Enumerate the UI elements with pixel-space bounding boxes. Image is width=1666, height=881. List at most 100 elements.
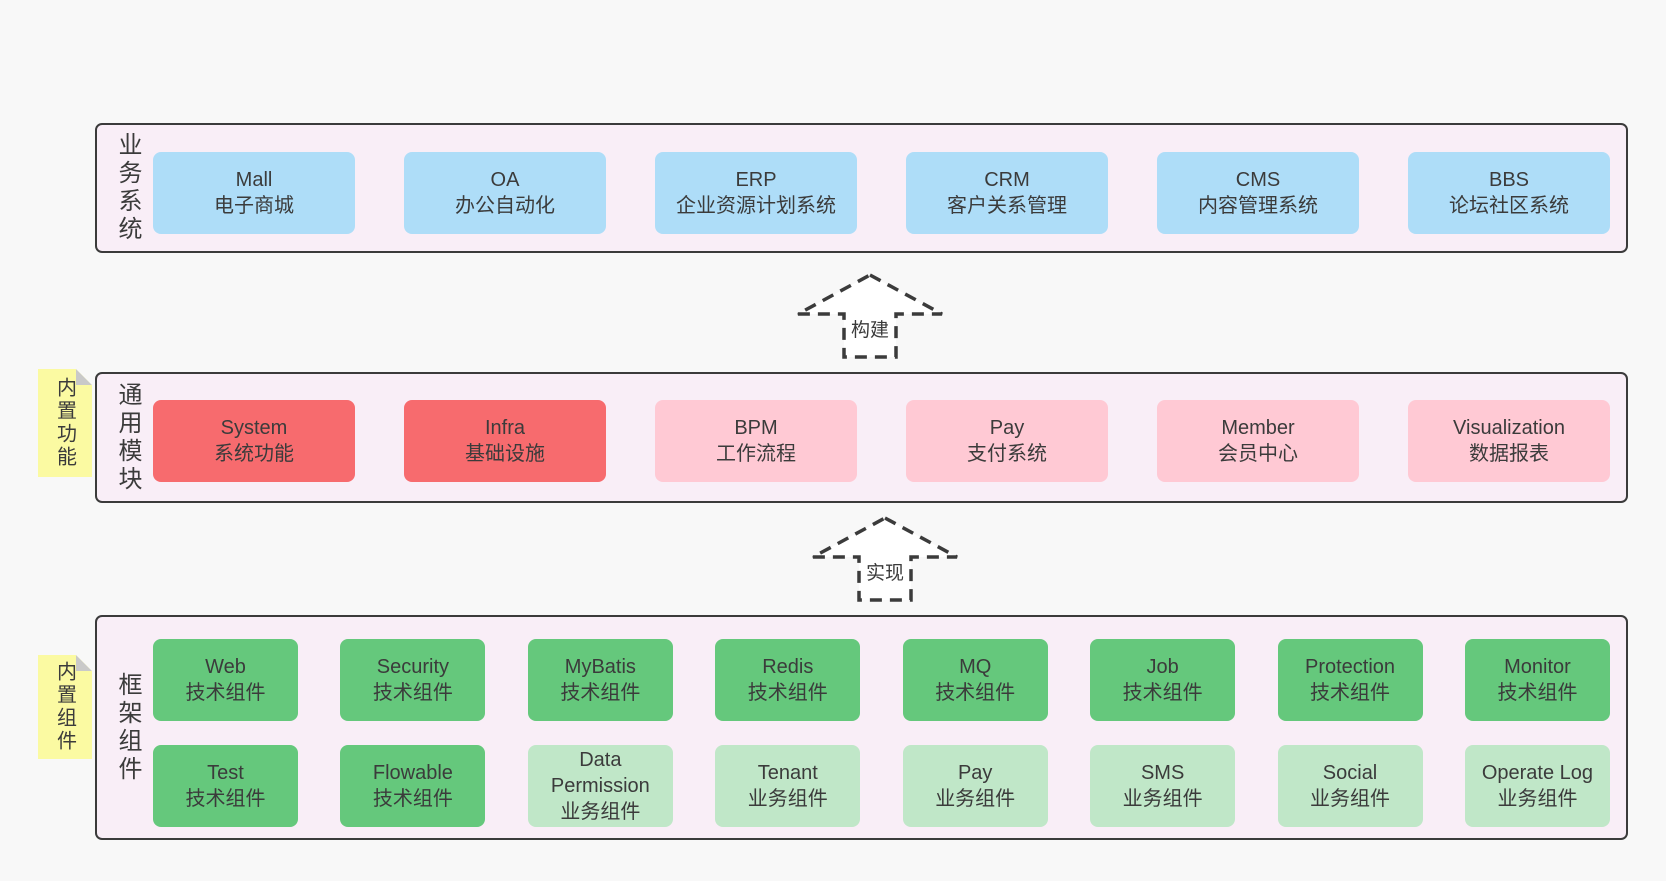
framework-component-box-subtitle: 技术组件 xyxy=(560,682,641,704)
framework-component-box-title: Flowable xyxy=(372,762,453,784)
framework-component-box-subtitle: 业务组件 xyxy=(935,788,1016,810)
common-module-box: System 系统功能 xyxy=(153,400,355,482)
business-system-box-subtitle: 电子商城 xyxy=(214,195,294,217)
common-module-box: BPM 工作流程 xyxy=(655,400,857,482)
framework-component-box-subtitle: 技术组件 xyxy=(747,682,828,704)
common-module-box-subtitle: 支付系统 xyxy=(967,443,1047,465)
common-module-box-subtitle: 会员中心 xyxy=(1218,443,1298,465)
framework-component-box-title: Redis xyxy=(762,656,814,678)
framework-component-box-subtitle: 业务组件 xyxy=(1122,788,1203,810)
common-module-box-subtitle: 数据报表 xyxy=(1469,443,1549,465)
framework-component-box-subtitle: 技术组件 xyxy=(1122,682,1203,704)
build-arrow-label: 构建 xyxy=(847,315,893,342)
framework-component-box: Security 技术组件 xyxy=(340,639,486,721)
common-module-box-title: Visualization xyxy=(1453,417,1565,439)
business-systems-row: Mall 电子商城 OA 办公自动化 ERP 企业资源计划系统 CRM 客户关系管理 CMS 内容… xyxy=(153,152,1610,234)
framework-component-box: Web 技术组件 xyxy=(153,639,298,721)
business-system-box-subtitle: 内容管理系统 xyxy=(1198,195,1318,217)
common-modules-side-label: 通用模块 xyxy=(114,381,141,494)
framework-component-box: Test 技术组件 xyxy=(153,745,298,827)
common-module-box: Member 会员中心 xyxy=(1157,400,1359,482)
framework-component-box-title: MyBatis xyxy=(564,656,636,678)
framework-component-box: Flowable 技术组件 xyxy=(340,745,486,827)
framework-component-box-subtitle: 技术组件 xyxy=(372,682,453,704)
framework-components-side-label: 框架组件 xyxy=(114,671,141,784)
business-system-box: OA 办公自动化 xyxy=(404,152,606,234)
business-system-box-title: ERP xyxy=(735,169,777,191)
framework-component-box-subtitle: 技术组件 xyxy=(185,788,266,810)
business-system-box: ERP 企业资源计划系统 xyxy=(655,152,857,234)
framework-component-box: Tenant 业务组件 xyxy=(715,745,861,827)
business-system-box-subtitle: 办公自动化 xyxy=(455,195,555,217)
builtin-features-note-label: 内置功能 xyxy=(53,377,76,469)
framework-component-box-title: Social xyxy=(1322,762,1378,784)
framework-component-box: Operate Log 业务组件 xyxy=(1464,745,1610,827)
framework-component-box-title: Pay xyxy=(957,762,993,784)
business-system-box-title: OA xyxy=(490,169,520,191)
common-module-box: Infra 基础设施 xyxy=(404,400,606,482)
framework-component-box-subtitle: 技术组件 xyxy=(1497,682,1578,704)
business-system-box-title: BBS xyxy=(1488,169,1530,191)
framework-component-box-title: Operate Log xyxy=(1481,762,1594,784)
framework-component-box: MQ 技术组件 xyxy=(902,639,1048,721)
common-module-box-subtitle: 系统功能 xyxy=(214,443,294,465)
framework-component-box-title: Web xyxy=(205,656,246,678)
framework-component-box-title: Data Permission xyxy=(550,749,650,797)
framework-component-box: SMS 业务组件 xyxy=(1090,745,1236,827)
framework-component-box: MyBatis 技术组件 xyxy=(527,639,673,721)
build-arrow: 构建 xyxy=(795,272,945,360)
business-system-box-subtitle: 客户关系管理 xyxy=(947,195,1067,217)
common-module-box-title: Infra xyxy=(484,417,526,439)
business-system-box-title: Mall xyxy=(235,169,273,191)
framework-component-box-title: Test xyxy=(207,762,244,784)
builtin-components-note-label: 内置组件 xyxy=(53,661,76,753)
common-module-box-subtitle: 工作流程 xyxy=(716,443,796,465)
framework-component-box: Protection 技术组件 xyxy=(1277,639,1423,721)
framework-component-box: Data Permission 业务组件 xyxy=(527,745,673,827)
framework-component-box-title: Job xyxy=(1146,656,1179,678)
business-system-box: BBS 论坛社区系统 xyxy=(1408,152,1610,234)
common-module-box-title: System xyxy=(220,417,288,439)
business-system-box-subtitle: 企业资源计划系统 xyxy=(676,195,836,217)
framework-component-box-title: MQ xyxy=(959,656,992,678)
framework-component-box: Redis 技术组件 xyxy=(715,639,861,721)
framework-component-box-subtitle: 业务组件 xyxy=(560,801,641,823)
framework-component-box: Pay 业务组件 xyxy=(902,745,1048,827)
business-system-box: CMS 内容管理系统 xyxy=(1157,152,1359,234)
business-system-box: Mall 电子商城 xyxy=(153,152,355,234)
framework-component-box-subtitle: 业务组件 xyxy=(1497,788,1578,810)
framework-component-box-title: Protection xyxy=(1305,656,1396,678)
common-module-box-subtitle: 基础设施 xyxy=(465,443,545,465)
implement-arrow: 实现 xyxy=(810,515,960,603)
common-module-box-title: BPM xyxy=(734,417,778,439)
business-system-box-subtitle: 论坛社区系统 xyxy=(1449,195,1569,217)
framework-component-box-subtitle: 业务组件 xyxy=(747,788,828,810)
common-module-box-title: Member xyxy=(1221,417,1295,439)
framework-component-box-subtitle: 技术组件 xyxy=(185,682,266,704)
builtin-components-note: 内置组件 xyxy=(38,655,92,759)
common-module-box: Visualization 数据报表 xyxy=(1408,400,1610,482)
business-system-box-title: CRM xyxy=(984,169,1030,191)
implement-arrow-label: 实现 xyxy=(862,558,908,585)
framework-component-box-title: Security xyxy=(376,656,450,678)
framework-component-box-title: Tenant xyxy=(757,762,818,784)
framework-component-box-subtitle: 技术组件 xyxy=(935,682,1016,704)
framework-component-box-title: SMS xyxy=(1140,762,1185,784)
framework-component-box-title: Monitor xyxy=(1504,656,1571,678)
business-system-box-title: CMS xyxy=(1235,169,1281,191)
framework-component-box-subtitle: 技术组件 xyxy=(372,788,453,810)
framework-component-box: Job 技术组件 xyxy=(1090,639,1236,721)
framework-component-box-subtitle: 技术组件 xyxy=(1310,682,1391,704)
business-system-box: CRM 客户关系管理 xyxy=(906,152,1108,234)
business-systems-panel: 业务系统 Mall 电子商城 OA 办公自动化 ERP 企业资源计划系统 CRM 客户关系管理… xyxy=(95,123,1628,253)
business-systems-side-label: 业务系统 xyxy=(114,132,141,244)
builtin-features-note: 内置功能 xyxy=(38,369,92,477)
framework-component-box: Monitor 技术组件 xyxy=(1464,639,1610,721)
